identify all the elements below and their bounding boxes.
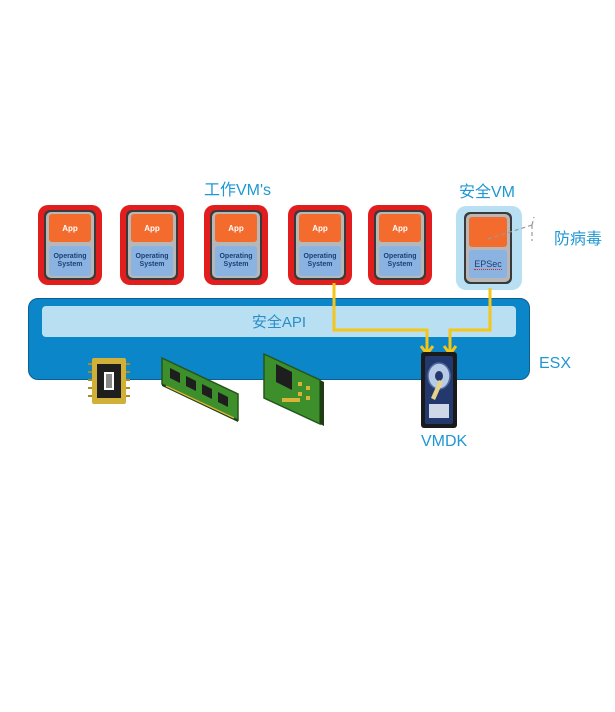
security-vm-title: 安全VM [459,184,516,201]
security-vm: EPSec [456,206,522,290]
disk-drive-icon [421,352,457,428]
vm-app-block: App [131,214,173,242]
security-api-bar: 安全API [42,306,516,337]
vm-os-block: Operating System [49,246,91,276]
vm-app-block: App [379,214,421,242]
vm-app-block: App [215,214,257,242]
vm-app-block: App [299,214,341,242]
vm-os-block: Operating System [299,246,341,276]
memory-module-icon [161,356,239,422]
work-vm-3: App Operating System [204,205,268,285]
network-card-icon [263,352,324,426]
vm-os-block: Operating System [379,246,421,276]
vm-os-block: Operating System [215,246,257,276]
security-vm-app-block [469,217,507,247]
vmdk-label: VMDK [421,433,468,450]
cpu-chip-icon [88,358,130,404]
esx-label: ESX [539,355,572,372]
antivirus-label: 防病毒 [554,231,603,248]
work-vm-2: App Operating System [120,205,184,285]
epsec-label: EPSec [474,258,502,270]
security-api-label: 安全API [251,314,307,331]
epsec-module: EPSec [469,250,507,278]
work-vm-1: App Operating System [38,205,102,285]
antivirus-pointer [487,216,535,241]
work-vms-title: 工作VM's [204,182,272,199]
vm-os-block: Operating System [131,246,173,276]
vm-app-block: App [49,214,91,242]
work-vm-4: App Operating System [288,205,352,285]
work-vm-5: App Operating System [368,205,432,285]
